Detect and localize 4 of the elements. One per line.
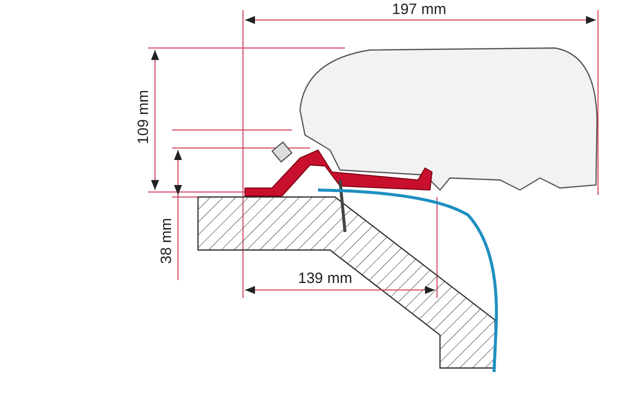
dimension-label: 38 mm xyxy=(159,218,174,264)
dimension-label: 197 mm xyxy=(392,2,446,17)
dimension-label: 109 mm xyxy=(136,90,151,144)
dimension-label: 139 mm xyxy=(298,271,352,286)
